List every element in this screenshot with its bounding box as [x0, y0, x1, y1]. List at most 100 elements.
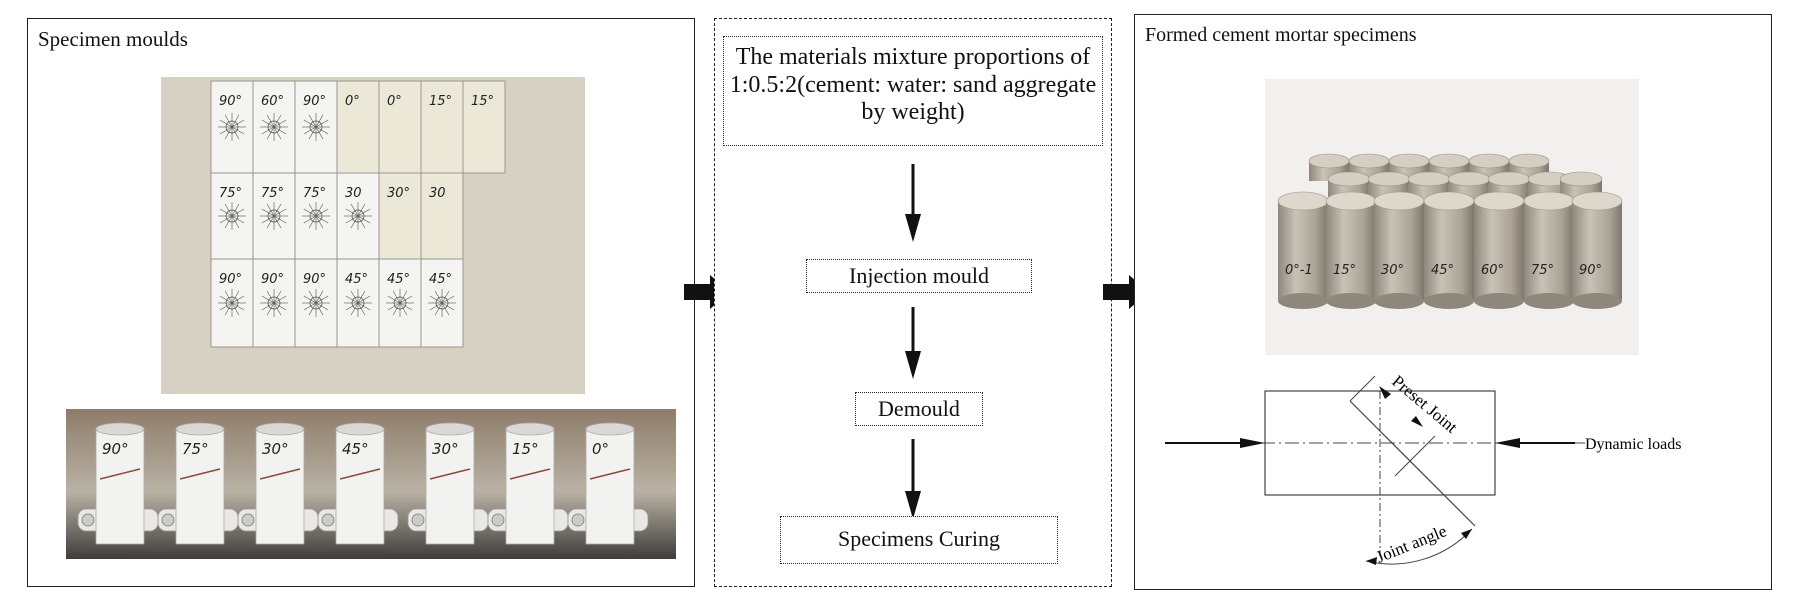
left-load-arrowhead-icon — [1240, 438, 1265, 448]
back-specimen-top — [1388, 153, 1430, 169]
specimen-angle-label: 15° — [1333, 263, 1356, 278]
mould-angle-mark — [392, 302, 401, 316]
mould-angle-label: 75° — [219, 186, 242, 201]
front-specimen-body — [1374, 201, 1424, 301]
back-specimen-top — [1367, 171, 1411, 187]
mould-angle-mark — [441, 290, 450, 304]
mould-angle-mark — [357, 215, 371, 224]
mould-angle-mark — [308, 215, 317, 229]
bench-mould-label: 30° — [432, 440, 459, 458]
front-specimen-base — [1424, 293, 1474, 309]
front-specimen-base — [1374, 293, 1424, 309]
mould-center-circle — [225, 209, 239, 223]
mould-angle-mark — [273, 203, 282, 217]
back-specimen-top — [1559, 171, 1603, 187]
preset-joint-dimension-line-2 — [1394, 435, 1436, 477]
bench-mould-cylinder — [505, 428, 555, 545]
mould-angle-mark — [231, 119, 245, 128]
bench-mould-cylinder — [585, 428, 635, 545]
back-specimen-top — [1327, 171, 1371, 187]
mixture-proportion-text: The materials mixture proportions of 1:0… — [729, 44, 1097, 126]
mould-angle-mark — [308, 114, 317, 128]
specimen-angle-label: 45° — [1431, 263, 1454, 278]
front-specimen-body — [1278, 201, 1328, 301]
injection-mould-text: Injection mould — [849, 263, 989, 288]
mould-angle-mark — [273, 295, 287, 304]
mould-angle-mark — [441, 302, 450, 316]
mould-angle-label: 30 — [345, 186, 362, 201]
back-specimen-top — [1407, 171, 1451, 187]
joint-mark-line — [589, 468, 631, 480]
mould-angle-mark — [308, 290, 317, 304]
mould-angle-mark — [224, 203, 233, 217]
mould-angle-label: 0° — [387, 94, 402, 109]
mould-angle-mark — [429, 302, 443, 311]
mould-angle-mark — [219, 215, 233, 224]
mould-center-circle — [267, 209, 281, 223]
right-load-arrowhead-icon — [1495, 438, 1520, 448]
joint-mark-line — [429, 468, 471, 480]
mould-angle-mark — [357, 302, 366, 316]
joint-loading-schematic: Preset Joint Joint angle Dynamic loads — [1165, 372, 1681, 567]
mould-angle-mark — [219, 126, 233, 135]
bench-mould-cylinder — [335, 428, 385, 545]
bench-mould-label: 45° — [342, 440, 369, 458]
bench-mould-cylinder — [255, 428, 305, 545]
preset-joint-dimension-line — [1349, 375, 1376, 402]
mould-angle-mark — [303, 208, 317, 217]
mould-angle-label: 90° — [303, 94, 326, 109]
demould-step: Demould — [855, 392, 983, 426]
mould-angle-mark — [219, 208, 233, 217]
mould-angle-mark — [273, 114, 282, 128]
mould-angle-mark — [399, 302, 413, 311]
mould-angle-mark — [231, 114, 240, 128]
mould-angle-mark — [231, 295, 245, 304]
demould-text: Demould — [878, 396, 960, 421]
mould-angle-mark — [231, 208, 245, 217]
mould-angle-label: 90° — [261, 272, 284, 287]
mould-center-circle — [309, 296, 323, 310]
mould-angle-label: 90° — [219, 272, 242, 287]
mould-angle-mark — [315, 119, 329, 128]
mould-angle-mark — [315, 114, 324, 128]
joint-mark-line — [339, 468, 381, 480]
mould-angle-mark — [261, 208, 275, 217]
mould-angle-mark — [441, 295, 455, 304]
mould-angle-label: 15° — [471, 94, 494, 109]
mould-angle-label: 75° — [261, 186, 284, 201]
mould-angle-mark — [231, 126, 245, 135]
mould-angle-mark — [387, 295, 401, 304]
formed-specimens-title: Formed cement mortar specimens — [1145, 24, 1417, 46]
bench-mould-top — [425, 422, 475, 436]
bench-mould-label: 0° — [592, 440, 609, 458]
mould-angle-mark — [357, 302, 371, 311]
process-flow-panel: The materials mixture proportions of 1:0… — [714, 18, 1112, 587]
mould-angle-label: 30 — [429, 186, 446, 201]
mould-angle-mark — [224, 290, 233, 304]
mould-angle-mark — [429, 295, 443, 304]
mould-angle-mark — [231, 203, 240, 217]
mould-angle-mark — [315, 290, 324, 304]
front-specimen-body — [1326, 201, 1376, 301]
mould-angle-mark — [273, 126, 287, 135]
mould-angle-mark — [273, 215, 282, 229]
mould-angle-mark — [399, 302, 408, 316]
back-specimen-top — [1508, 153, 1550, 169]
mould-center-circle — [225, 120, 239, 134]
clamp-bolt — [571, 513, 585, 527]
clamp-bolt — [491, 513, 505, 527]
mould-angle-mark — [231, 290, 240, 304]
mould-angle-mark — [387, 302, 401, 311]
mould-angle-mark — [224, 126, 233, 140]
mould-angle-mark — [266, 203, 275, 217]
mould-angle-mark — [357, 215, 366, 229]
mould-center-circle — [351, 296, 365, 310]
mixture-proportion-step: The materials mixture proportions of 1:0… — [723, 36, 1103, 146]
front-specimen-top — [1423, 191, 1475, 211]
mould-angle-mark — [231, 215, 240, 229]
mould-center-circle — [435, 296, 449, 310]
mould-center-circle — [351, 209, 365, 223]
